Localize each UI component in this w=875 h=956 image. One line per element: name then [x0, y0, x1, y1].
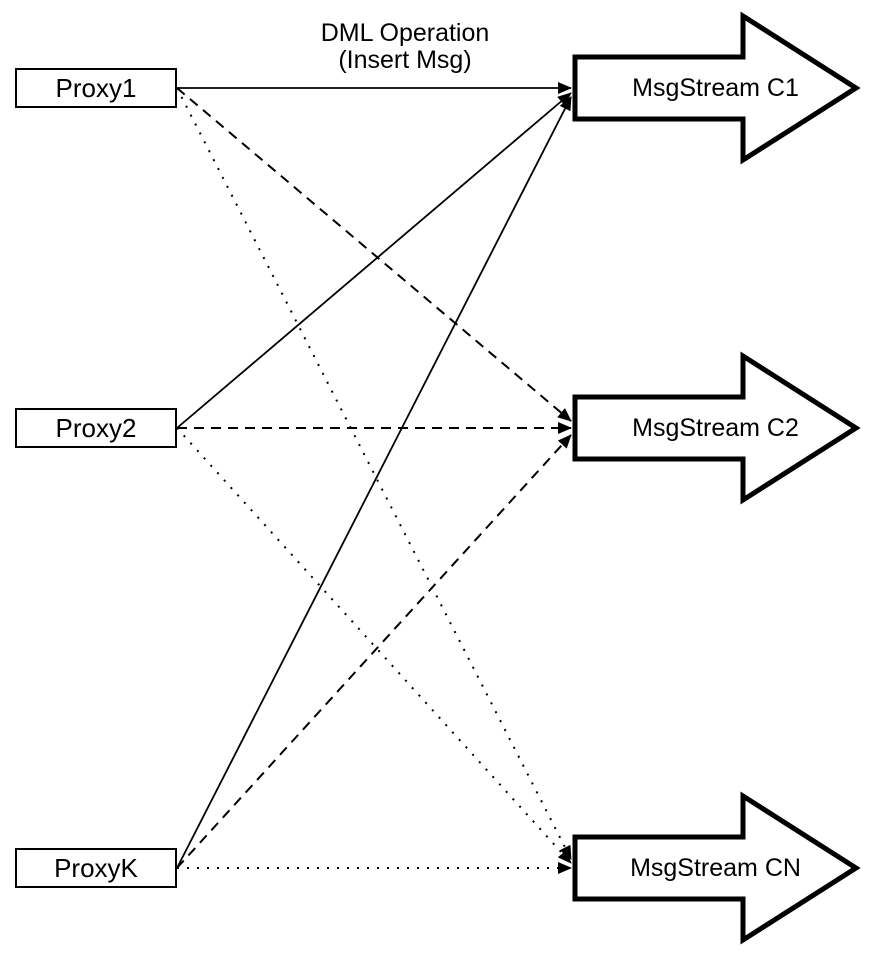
edge-proxy2-to-cn: [176, 427, 572, 864]
edge-label-line2: (Insert Msg): [338, 46, 472, 74]
block-arrow-msgstream-c1: [572, 11, 861, 165]
edge-proxy1-to-c2: [176, 87, 572, 422]
block-arrow-msgstream-c2: [572, 351, 861, 505]
edge-label-dml-operation: DML Operation (Insert Msg): [255, 20, 555, 74]
proxy2-label: Proxy2: [55, 412, 137, 443]
proxyk-label: ProxyK: [54, 852, 138, 883]
edge-proxy2-to-c1: [176, 92, 572, 429]
proxyk-box: ProxyK: [15, 848, 177, 888]
block-arrow-msgstream-cn: [572, 791, 861, 945]
edge-label-line1: DML Operation: [320, 19, 490, 47]
edge-proxyk-to-c2: [176, 434, 572, 869]
proxy1-box: Proxy1: [15, 68, 177, 108]
edge-proxyk-to-c1: [176, 96, 572, 869]
proxy1-label: Proxy1: [55, 72, 137, 103]
edge-proxy1-to-cn: [176, 87, 572, 860]
proxy2-box: Proxy2: [15, 408, 177, 448]
